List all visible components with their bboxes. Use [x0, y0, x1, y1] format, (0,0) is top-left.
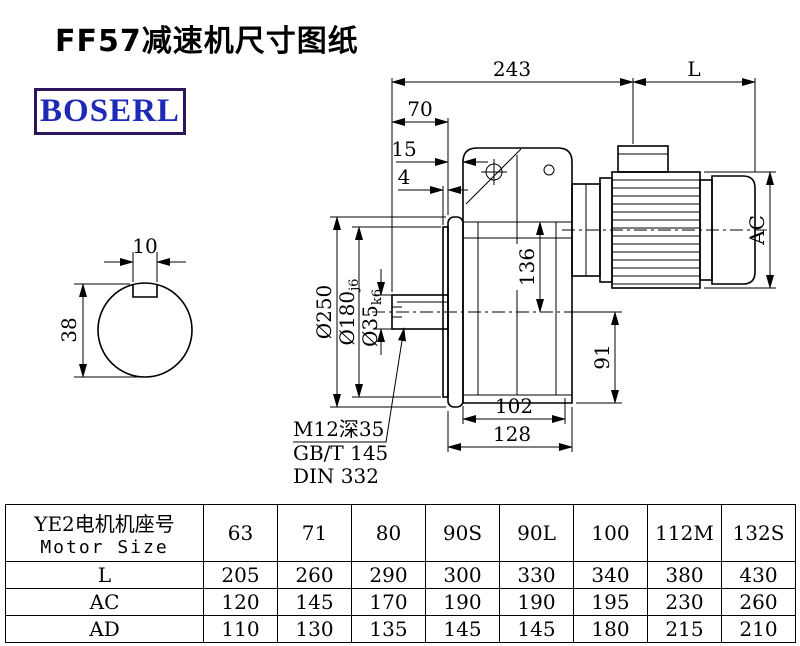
value-cell: 300 — [425, 561, 500, 589]
value-cell: 340 — [573, 561, 648, 589]
value-cell: 130 — [277, 615, 352, 643]
value-cell: 330 — [499, 561, 574, 589]
boserl-logo: BOSERL — [34, 88, 186, 135]
value-cell: 260 — [277, 561, 352, 589]
motor-size-header-cell: YE2电机机座号 Motor Size — [5, 504, 204, 562]
value-cell: 180 — [573, 615, 648, 643]
value-cell: 260 — [721, 588, 796, 616]
col-header-100: 100 — [573, 504, 648, 562]
dim-flange-od: Ø250 — [312, 216, 446, 408]
dimension-drawing: 10 38 — [57, 57, 776, 488]
gear-housing — [462, 147, 573, 404]
dim-flange-thickness-label: 15 — [391, 137, 416, 161]
shaft-end-view: 10 38 — [57, 234, 193, 378]
dim-spigot-depth-label: 4 — [398, 165, 411, 189]
dim-foot-height: 91 — [576, 311, 622, 404]
row-label-l: L — [5, 561, 204, 589]
dim-foot-height-label: 91 — [590, 344, 614, 369]
value-cell: 205 — [203, 561, 278, 589]
dim-foot-width: 102 — [462, 394, 566, 424]
value-cell: 190 — [499, 588, 574, 616]
col-header-71: 71 — [277, 504, 352, 562]
dim-motor-od-label: AC — [745, 215, 769, 246]
dim-key-width: 10 — [104, 234, 186, 266]
value-cell: 145 — [277, 588, 352, 616]
value-cell: 190 — [425, 588, 500, 616]
motor-fins — [612, 179, 700, 285]
standard-din-label: DIN 332 — [293, 464, 379, 488]
dim-base-width-label: 128 — [493, 422, 531, 446]
fan-cover — [711, 175, 756, 285]
dim-base-width: 128 — [447, 407, 573, 452]
dim-total-length-label: 243 — [493, 57, 531, 81]
value-cell: 145 — [499, 615, 574, 643]
value-cell: 145 — [425, 615, 500, 643]
motor — [599, 145, 756, 289]
value-cell: 430 — [721, 561, 796, 589]
motor-size-label-cn: YE2电机机座号 — [34, 512, 175, 536]
side-view — [372, 145, 768, 408]
value-cell: 135 — [351, 615, 426, 643]
dim-shaft-height-label: 38 — [57, 317, 81, 342]
dim-flange-thickness: 15 — [391, 137, 488, 215]
tap-hole-note: M12深35 GB/T 145 DIN 332 — [293, 327, 406, 488]
dim-key-width-label: 10 — [132, 234, 157, 258]
tap-hole-label: M12深35 — [293, 417, 384, 441]
value-cell: 170 — [351, 588, 426, 616]
dim-shaft-length: 70 — [391, 97, 449, 215]
dim-shaft-height: 38 — [57, 283, 142, 378]
col-header-80: 80 — [351, 504, 426, 562]
col-header-63: 63 — [203, 504, 278, 562]
dim-flange-od-label: Ø250 — [312, 285, 336, 340]
dim-shaft-length-label: 70 — [407, 97, 432, 121]
shaft-circle — [97, 282, 193, 378]
dim-spigot-depth: 4 — [398, 165, 468, 225]
dim-motor-od: AC — [704, 171, 776, 289]
value-cell: 120 — [203, 588, 278, 616]
col-header-132s: 132S — [721, 504, 796, 562]
value-cell: 380 — [647, 561, 722, 589]
motor-size-table: YE2电机机座号 Motor Size 63 71 80 90S 90L 100… — [5, 504, 796, 643]
value-cell: 210 — [721, 615, 796, 643]
value-cell: 110 — [203, 615, 278, 643]
terminal-box — [617, 145, 669, 173]
dim-shaft-dia: Ø35k6 — [358, 269, 396, 355]
dimensions: 243 L 70 15 4 Ø250 — [293, 57, 776, 488]
dim-center-height: 136 — [515, 221, 544, 313]
row-label-ac: AC — [5, 588, 204, 616]
keyway — [132, 284, 158, 298]
col-header-90s: 90S — [425, 504, 500, 562]
page-title: FF57减速机尺寸图纸 — [55, 24, 359, 59]
col-header-112m: 112M — [647, 504, 722, 562]
dim-shaft-dia-label: Ø35k6 — [358, 289, 385, 347]
value-cell: 290 — [351, 561, 426, 589]
col-header-90l: 90L — [499, 504, 574, 562]
value-cell: 195 — [573, 588, 648, 616]
motor-size-label-en: Motor Size — [40, 537, 169, 558]
dim-total-length: 243 — [391, 57, 634, 292]
dim-motor-length: L — [632, 57, 756, 172]
value-cell: 215 — [647, 615, 722, 643]
dim-center-height-label: 136 — [515, 248, 539, 286]
dim-spigot-dia-label: Ø180j6 — [335, 279, 362, 346]
row-label-ad: AD — [5, 615, 204, 643]
value-cell: 230 — [647, 588, 722, 616]
standard-gbt-label: GB/T 145 — [293, 441, 388, 465]
dim-motor-length-label: L — [687, 57, 700, 81]
dim-spigot-dia: Ø180j6 — [335, 226, 441, 398]
dim-foot-width-label: 102 — [495, 394, 533, 418]
